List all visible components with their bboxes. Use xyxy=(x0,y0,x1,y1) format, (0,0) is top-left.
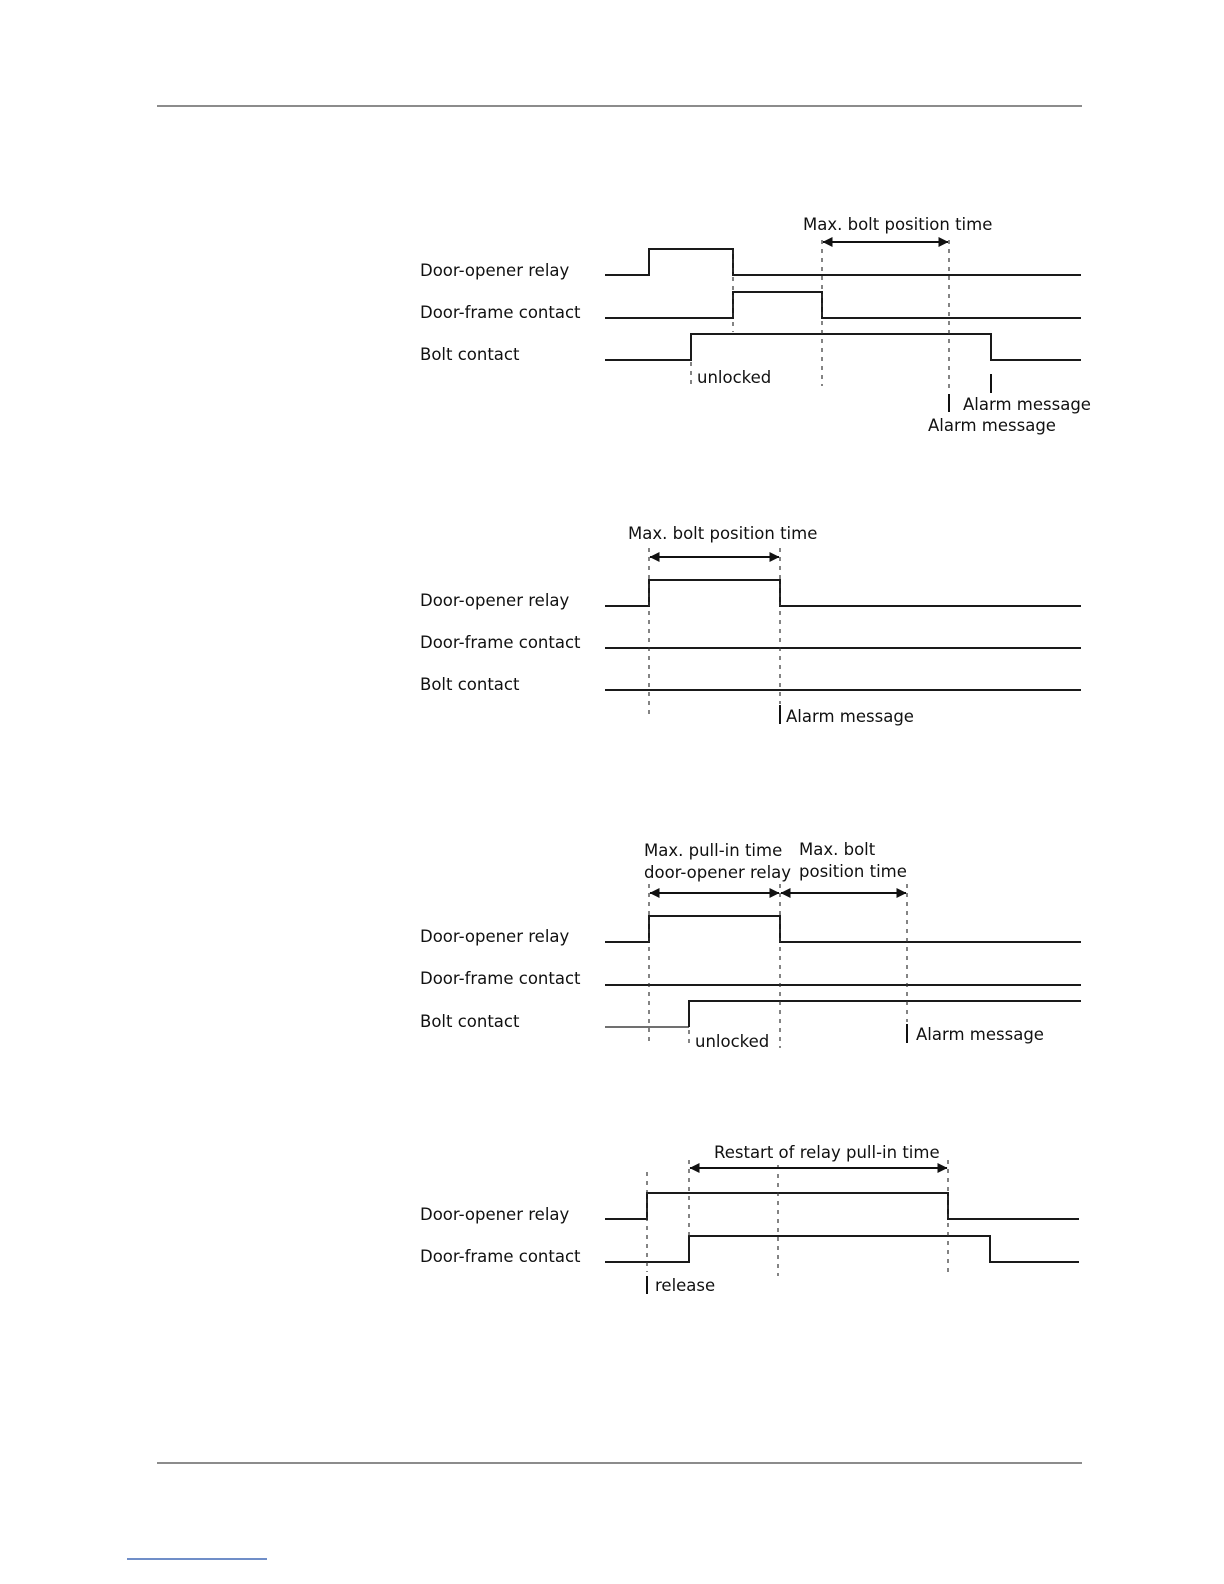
signal-label-door-frame-contact: Door-frame contact xyxy=(420,1247,581,1266)
waveform-bolt-contact xyxy=(605,333,1081,361)
timing-diagram-3: Door-opener relay Door-frame contact Bol… xyxy=(420,840,1081,1051)
waveform-door-opener-relay xyxy=(605,248,1081,276)
waveform-door-opener-relay xyxy=(605,579,1081,607)
signal-label-door-frame-contact: Door-frame contact xyxy=(420,969,581,988)
timing-diagram-2: Door-opener relay Door-frame contact Bol… xyxy=(420,524,1081,726)
span-label-position-time: position time xyxy=(799,862,907,881)
annotation-unlocked: unlocked xyxy=(697,368,771,387)
signal-label-door-opener-relay: Door-opener relay xyxy=(420,261,570,280)
annotation-unlocked: unlocked xyxy=(695,1032,769,1051)
waveform-door-opener-relay xyxy=(605,1192,1079,1220)
signal-label-door-frame-contact: Door-frame contact xyxy=(420,303,581,322)
annotation-alarm-message: Alarm message xyxy=(928,416,1056,435)
timing-diagram-4: Door-opener relay Door-frame contact Res… xyxy=(420,1143,1079,1295)
waveform-door-frame-contact xyxy=(605,291,1081,319)
annotation-alarm-message: Alarm message xyxy=(786,707,914,726)
span-label-restart-of-relay-pull-in-time: Restart of relay pull-in time xyxy=(714,1143,940,1162)
signal-label-door-opener-relay: Door-opener relay xyxy=(420,927,570,946)
timing-diagram-1: Door-opener relay Door-frame contact Bol… xyxy=(420,215,1091,435)
signal-label-bolt-contact: Bolt contact xyxy=(420,345,520,364)
span-label-max-bolt: Max. bolt xyxy=(799,840,876,859)
signal-label-bolt-contact: Bolt contact xyxy=(420,1012,520,1031)
waveform-door-opener-relay xyxy=(605,915,1081,943)
annotation-alarm-message: Alarm message xyxy=(916,1025,1044,1044)
span-label-max-bolt-position-time: Max. bolt position time xyxy=(628,524,817,543)
signal-label-door-opener-relay: Door-opener relay xyxy=(420,1205,570,1224)
signal-label-door-frame-contact: Door-frame contact xyxy=(420,633,581,652)
span-label-max-pull-in-time: Max. pull-in time xyxy=(644,841,782,860)
signal-label-door-opener-relay: Door-opener relay xyxy=(420,591,570,610)
waveform-door-frame-contact xyxy=(605,1235,1079,1263)
annotation-release: release xyxy=(655,1276,715,1295)
waveform-bolt-contact xyxy=(688,1000,1081,1027)
span-label-max-bolt-position-time: Max. bolt position time xyxy=(803,215,992,234)
annotation-alarm-message: Alarm message xyxy=(963,395,1091,414)
signal-label-bolt-contact: Bolt contact xyxy=(420,675,520,694)
span-label-door-opener-relay: door-opener relay xyxy=(644,863,791,882)
